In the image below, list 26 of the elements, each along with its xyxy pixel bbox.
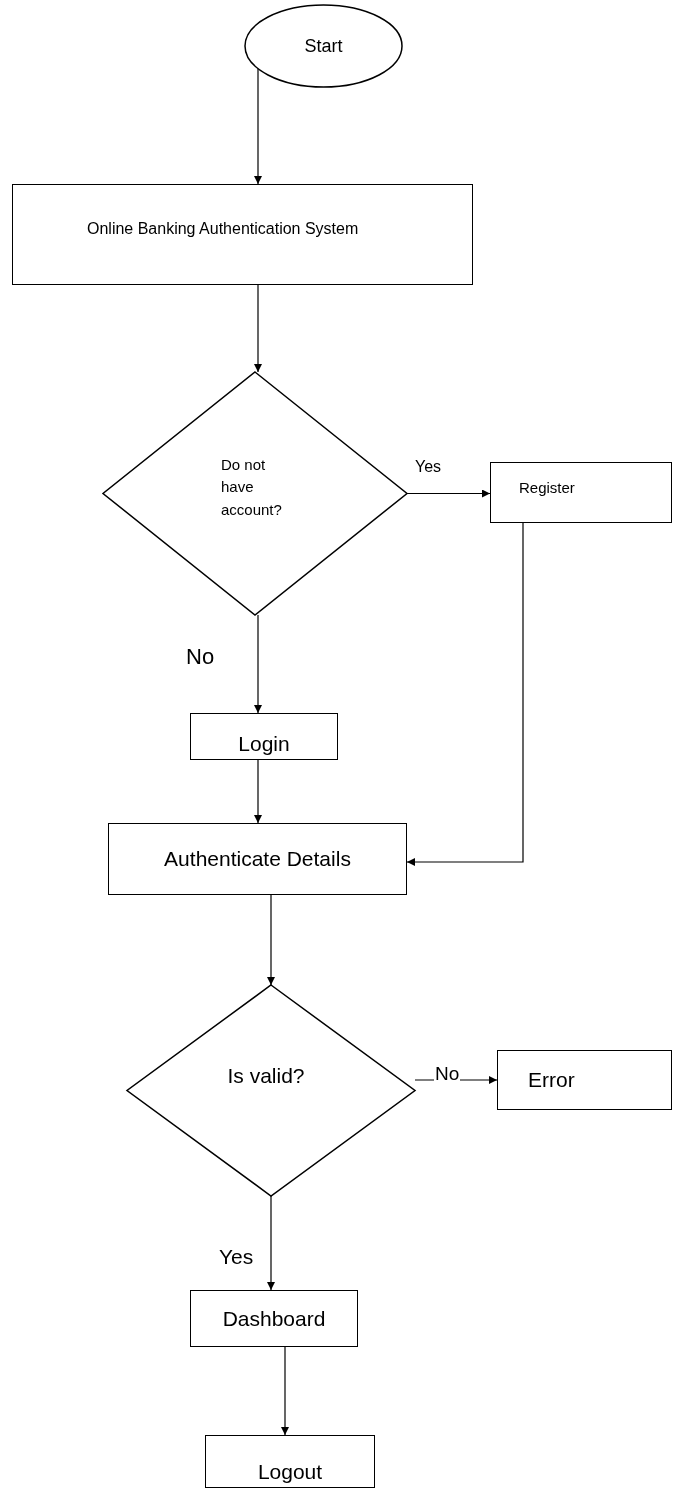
arrow [406,489,491,498]
node-label: Logout [257,1458,323,1485]
arrow [254,614,262,714]
process-box [190,713,338,760]
node-label: Login [238,730,290,757]
process-box [12,184,473,285]
node-label: Online Banking Authentication System [87,219,359,239]
node-label: Do not have account? [221,454,283,520]
arrow [254,68,262,185]
node-label: Error [528,1067,575,1094]
node-label: Register [519,478,575,498]
process-box [108,823,407,895]
node-label: Authenticate Details [164,846,351,873]
arrow [406,522,524,866]
process-box [190,1290,358,1347]
arrow [254,284,262,373]
node-label: Is valid? [227,1062,305,1089]
arrow [254,759,262,824]
process-box [497,1050,672,1110]
node-label: Start [304,34,343,58]
arrow [281,1346,289,1436]
process-box [205,1435,375,1488]
arrow [267,894,275,986]
process-box [490,462,672,523]
node-label: Dashboard [222,1305,326,1332]
arrow [267,1195,275,1291]
